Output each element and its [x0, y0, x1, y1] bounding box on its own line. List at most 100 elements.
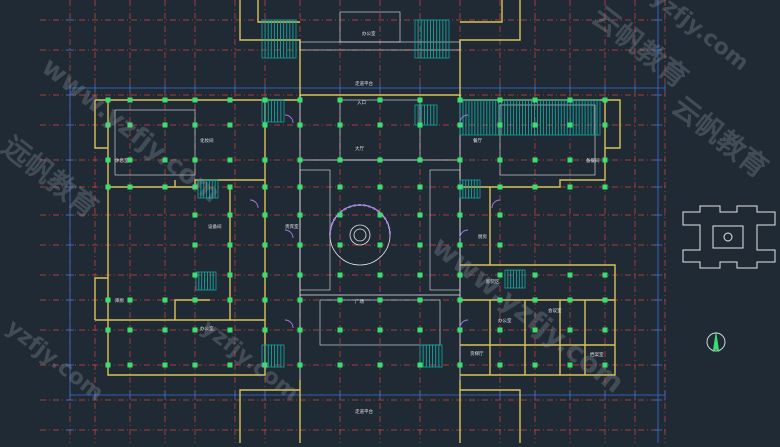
column [105, 362, 111, 368]
stair [419, 344, 443, 368]
column [227, 184, 233, 190]
column [105, 297, 111, 303]
column [162, 97, 168, 103]
column [602, 122, 608, 128]
label-right-lower-2: 会议室 [548, 307, 562, 314]
label-left-upper-small: 休息室 [115, 157, 129, 164]
stair [261, 99, 285, 123]
column [417, 297, 423, 303]
column [227, 122, 233, 128]
column [567, 297, 573, 303]
column [567, 362, 573, 368]
column [532, 97, 538, 103]
column [567, 184, 573, 190]
label-top-corridor: 走道平台 [355, 80, 373, 87]
column [262, 362, 268, 368]
label-left-lower-room: 办公室 [200, 325, 214, 332]
column [457, 97, 463, 103]
stair-outline [459, 99, 601, 136]
column [297, 122, 303, 128]
column [377, 97, 383, 103]
column [192, 212, 198, 218]
column [162, 184, 168, 190]
stair-outline [414, 19, 450, 59]
stair [197, 179, 219, 199]
column [337, 97, 343, 103]
column [262, 184, 268, 190]
column [567, 272, 573, 278]
column [162, 157, 168, 163]
column [377, 327, 383, 333]
column [457, 272, 463, 278]
column [532, 297, 538, 303]
column [262, 242, 268, 248]
column [417, 272, 423, 278]
rotunda [329, 204, 391, 266]
column [105, 327, 111, 333]
column [532, 362, 538, 368]
column [417, 327, 423, 333]
column [497, 242, 503, 248]
door-symbols [249, 114, 501, 329]
column [337, 272, 343, 278]
column [457, 242, 463, 248]
column [262, 212, 268, 218]
column [297, 327, 303, 333]
column [457, 362, 463, 368]
column [227, 362, 233, 368]
stair-outline [195, 271, 217, 291]
column [297, 184, 303, 190]
column [127, 157, 133, 163]
column [227, 212, 233, 218]
column [297, 297, 303, 303]
stair [504, 269, 526, 289]
column [162, 327, 168, 333]
column [127, 184, 133, 190]
stairs [195, 19, 601, 368]
label-right-upper-small: 备餐间 [586, 157, 600, 164]
stair-outline [197, 179, 219, 199]
north-arrow-icon [706, 331, 726, 353]
column [227, 97, 233, 103]
column [417, 242, 423, 248]
label-right-upper-room: 餐厅 [473, 137, 482, 144]
column [297, 242, 303, 248]
stair [261, 19, 297, 59]
column [417, 212, 423, 218]
column [227, 157, 233, 163]
column [532, 272, 538, 278]
stair-outline [504, 269, 526, 289]
label-right-mid-room: 厨房 [478, 233, 487, 240]
column [297, 272, 303, 278]
column [127, 122, 133, 128]
column [417, 122, 423, 128]
column [457, 327, 463, 333]
column [602, 362, 608, 368]
column [497, 157, 503, 163]
column [457, 184, 463, 190]
column [192, 157, 198, 163]
column [532, 157, 538, 163]
label-right-lower-3: 档案室 [590, 351, 604, 358]
dimension-lines [66, 0, 666, 443]
column [377, 184, 383, 190]
column [377, 157, 383, 163]
label-right-small-a: 卸货区 [486, 278, 500, 285]
column [192, 327, 198, 333]
stair [195, 271, 217, 291]
column [192, 242, 198, 248]
label-left-mid-room: 设备间 [208, 223, 222, 230]
column [297, 97, 303, 103]
label-top-right-room: 办公室 [362, 30, 376, 37]
column [262, 272, 268, 278]
column [127, 327, 133, 333]
column [377, 362, 383, 368]
column [262, 297, 268, 303]
column [227, 297, 233, 303]
column [337, 184, 343, 190]
column [162, 297, 168, 303]
label-left-mid-room2: 贵宾室 [285, 223, 299, 230]
column [377, 212, 383, 218]
column [497, 122, 503, 128]
